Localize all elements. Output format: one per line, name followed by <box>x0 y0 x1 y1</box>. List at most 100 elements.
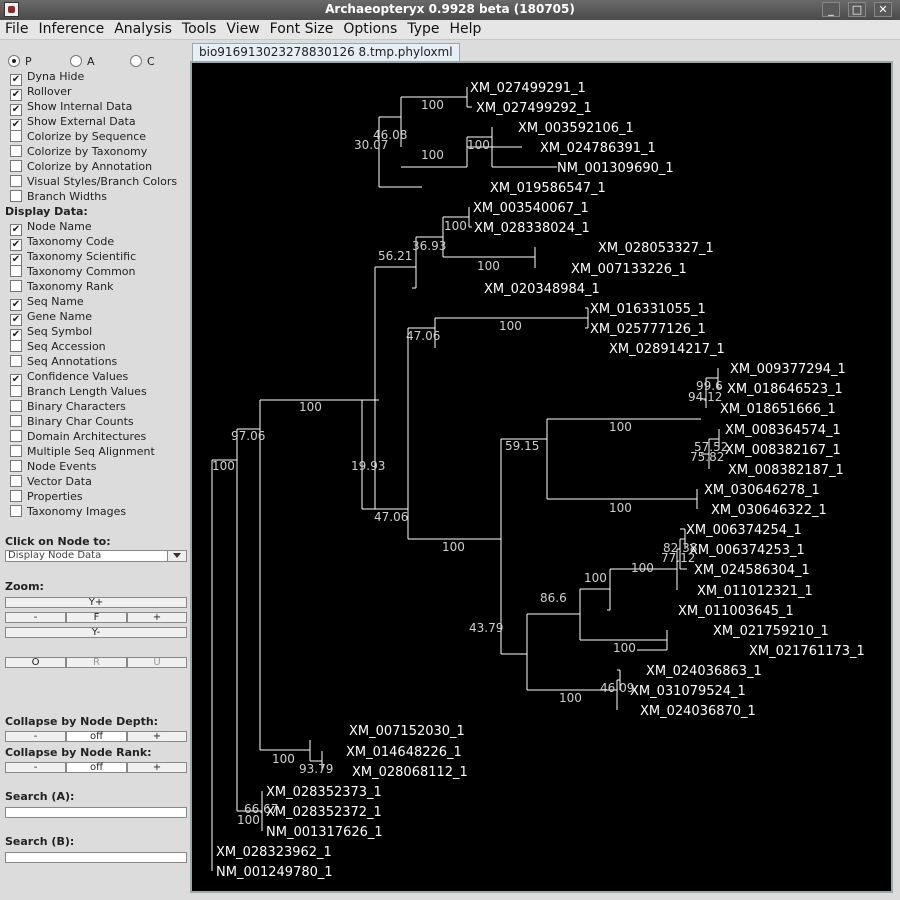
minimize-button[interactable]: _ <box>822 2 840 17</box>
checkbox-multiple-seq-alignment[interactable]: Multiple Seq Alignment <box>10 445 155 459</box>
menu-font-size[interactable]: Font Size <box>269 21 334 37</box>
checkbox-binary-char-counts[interactable]: Binary Char Counts <box>10 415 134 429</box>
menu-help[interactable]: Help <box>449 21 482 37</box>
leaf-label[interactable]: NM_001309690_1 <box>557 161 674 176</box>
checkbox-box[interactable] <box>10 190 22 202</box>
checkbox-seq-symbol[interactable]: ✔Seq Symbol <box>10 325 92 341</box>
leaf-label[interactable]: XM_028914217_1 <box>609 342 725 357</box>
checkbox-colorize-by-annotation[interactable]: Colorize by Annotation <box>10 160 152 174</box>
checkbox-box[interactable] <box>10 460 22 472</box>
leaf-label[interactable]: XM_007152030_1 <box>349 724 465 739</box>
checkbox-box[interactable]: ✔ <box>10 299 22 311</box>
leaf-label[interactable]: XM_024036863_1 <box>646 664 762 679</box>
leaf-label[interactable]: XM_030646278_1 <box>704 483 820 498</box>
close-button[interactable]: ✕ <box>874 2 892 17</box>
chevron-down-icon[interactable] <box>167 551 186 561</box>
leaf-label[interactable]: XM_018651666_1 <box>720 402 836 417</box>
leaf-label[interactable]: XM_027499291_1 <box>470 81 586 96</box>
checkbox-domain-architectures[interactable]: Domain Architectures <box>10 430 146 444</box>
leaf-label[interactable]: NM_001249780_1 <box>216 865 333 880</box>
leaf-label[interactable]: XM_009377294_1 <box>730 362 846 377</box>
leaf-label[interactable]: XM_014648226_1 <box>346 745 462 760</box>
leaf-label[interactable]: XM_024586304_1 <box>694 563 810 578</box>
zoom-plus-button[interactable]: + <box>127 612 187 623</box>
checkbox-box[interactable] <box>10 505 22 517</box>
checkbox-box[interactable]: ✔ <box>10 314 22 326</box>
leaf-label[interactable]: XM_028053327_1 <box>598 241 714 256</box>
checkbox-show-internal-data[interactable]: ✔Show Internal Data <box>10 100 132 116</box>
collapse-rank-minus-button[interactable]: - <box>5 762 66 773</box>
radio-dot[interactable] <box>70 55 82 67</box>
checkbox-visual-styles-branch-colors[interactable]: Visual Styles/Branch Colors <box>10 175 177 189</box>
checkbox-box[interactable] <box>10 340 22 352</box>
leaf-label[interactable]: XM_028352373_1 <box>266 785 382 800</box>
checkbox-box[interactable] <box>10 445 22 457</box>
menu-inference[interactable]: Inference <box>38 21 105 37</box>
leaf-label[interactable]: XM_011003645_1 <box>678 604 794 619</box>
checkbox-taxonomy-code[interactable]: ✔Taxonomy Code <box>10 235 114 251</box>
zoom-fit-button[interactable]: F <box>66 612 127 623</box>
leaf-label[interactable]: XM_031079524_1 <box>630 684 746 699</box>
search-a-input[interactable] <box>5 807 187 818</box>
radio-dot[interactable] <box>130 55 142 67</box>
checkbox-box[interactable] <box>10 355 22 367</box>
checkbox-box[interactable]: ✔ <box>10 74 22 86</box>
leaf-label[interactable]: XM_007133226_1 <box>571 262 687 277</box>
checkbox-confidence-values[interactable]: ✔Confidence Values <box>10 370 128 386</box>
checkbox-binary-characters[interactable]: Binary Characters <box>10 400 126 414</box>
checkbox-box[interactable]: ✔ <box>10 104 22 116</box>
checkbox-box[interactable] <box>10 265 22 277</box>
leaf-label[interactable]: XM_006374254_1 <box>686 523 802 538</box>
radio-c[interactable]: C <box>130 55 155 68</box>
tab-phyloxml-file[interactable]: bio916913023278830126 8.tmp.phyloxml <box>192 43 460 61</box>
leaf-label[interactable]: XM_020348984_1 <box>484 282 600 297</box>
leaf-label[interactable]: XM_028068112_1 <box>352 765 468 780</box>
leaf-label[interactable]: XM_024036870_1 <box>640 704 756 719</box>
checkbox-seq-annotations[interactable]: Seq Annotations <box>10 355 117 369</box>
phylogenetic-tree[interactable]: XM_027499291_1XM_027499292_1XM_003592106… <box>192 63 891 891</box>
leaf-label[interactable]: XM_019586547_1 <box>490 181 606 196</box>
checkbox-box[interactable] <box>10 145 22 157</box>
leaf-label[interactable]: XM_028338024_1 <box>474 221 590 236</box>
checkbox-box[interactable] <box>10 130 22 142</box>
collapse-rank-plus-button[interactable]: + <box>127 762 187 773</box>
leaf-label[interactable]: XM_030646322_1 <box>711 503 827 518</box>
zoom-minus-button[interactable]: - <box>5 612 66 623</box>
leaf-label[interactable]: XM_025777126_1 <box>590 322 706 337</box>
checkbox-box[interactable] <box>10 400 22 412</box>
checkbox-seq-accession[interactable]: Seq Accession <box>10 340 106 354</box>
radio-p[interactable]: P <box>8 55 32 68</box>
checkbox-dyna-hide[interactable]: ✔Dyna Hide <box>10 70 84 86</box>
maximize-button[interactable]: □ <box>848 2 866 17</box>
leaf-label[interactable]: XM_018646523_1 <box>727 382 843 397</box>
checkbox-box[interactable] <box>10 280 22 292</box>
leaf-label[interactable]: XM_011012321_1 <box>697 584 813 599</box>
checkbox-node-name[interactable]: ✔Node Name <box>10 220 92 236</box>
search-b-input[interactable] <box>5 852 187 863</box>
checkbox-colorize-by-taxonomy[interactable]: Colorize by Taxonomy <box>10 145 147 159</box>
checkbox-box[interactable]: ✔ <box>10 254 22 266</box>
checkbox-branch-widths[interactable]: Branch Widths <box>10 190 107 204</box>
menu-analysis[interactable]: Analysis <box>114 21 172 37</box>
checkbox-box[interactable]: ✔ <box>10 224 22 236</box>
checkbox-taxonomy-rank[interactable]: Taxonomy Rank <box>10 280 113 294</box>
radio-dot[interactable] <box>8 55 20 67</box>
leaf-label[interactable]: XM_021759210_1 <box>713 624 829 639</box>
leaf-label[interactable]: XM_003592106_1 <box>518 121 634 136</box>
checkbox-node-events[interactable]: Node Events <box>10 460 96 474</box>
collapse-depth-minus-button[interactable]: - <box>5 731 66 742</box>
zoom-y-plus-button[interactable]: Y+ <box>5 597 187 608</box>
checkbox-seq-name[interactable]: ✔Seq Name <box>10 295 84 311</box>
checkbox-branch-length-values[interactable]: Branch Length Values <box>10 385 147 399</box>
menu-type[interactable]: Type <box>407 21 440 37</box>
menu-view[interactable]: View <box>226 21 260 37</box>
radio-a[interactable]: A <box>70 55 95 68</box>
leaf-label[interactable]: XM_008364574_1 <box>725 423 841 438</box>
checkbox-box[interactable]: ✔ <box>10 89 22 101</box>
checkbox-box[interactable] <box>10 490 22 502</box>
revert-button[interactable]: R <box>66 657 127 668</box>
leaf-label[interactable]: XM_003540067_1 <box>473 201 589 216</box>
menu-options[interactable]: Options <box>343 21 398 37</box>
leaf-label[interactable]: XM_008382167_1 <box>725 443 841 458</box>
checkbox-properties[interactable]: Properties <box>10 490 83 504</box>
